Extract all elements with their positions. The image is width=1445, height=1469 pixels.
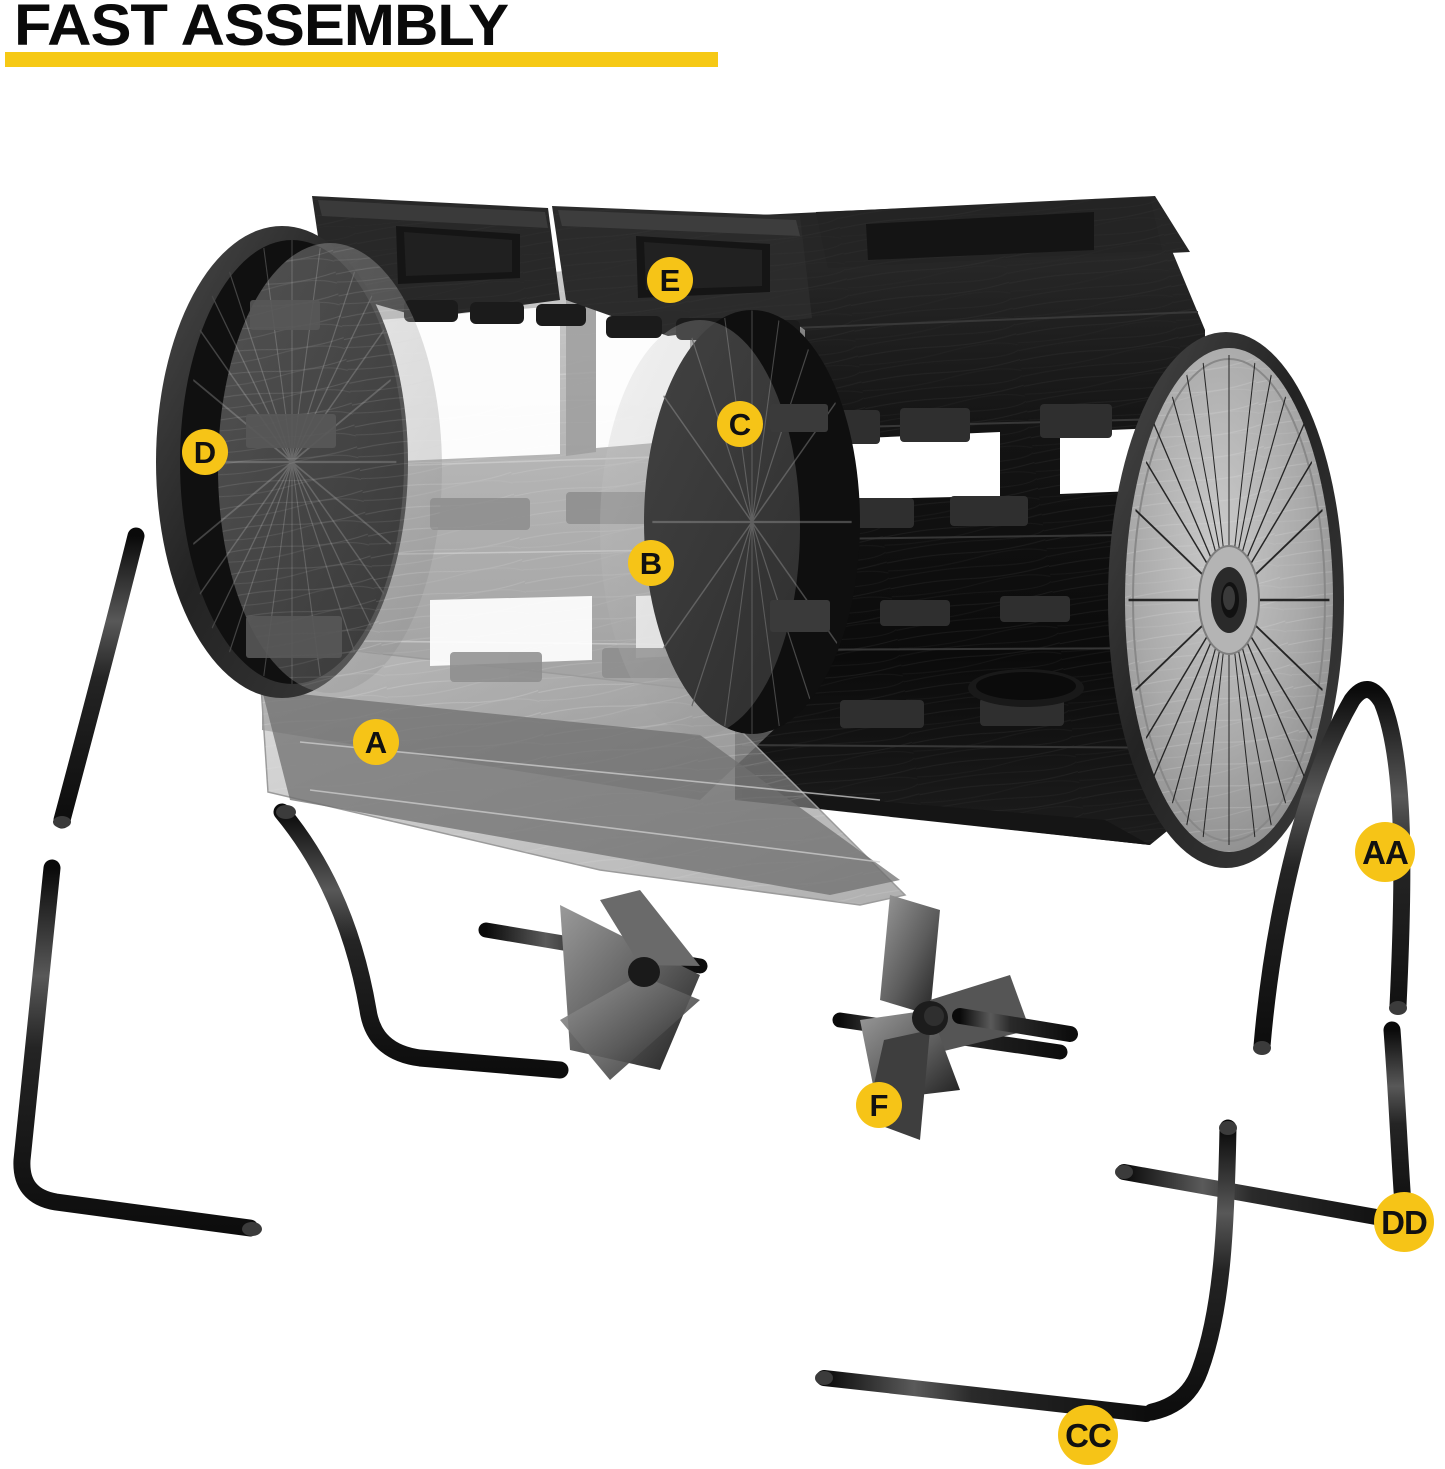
headline-block: FAST ASSEMBLY bbox=[0, 0, 760, 80]
callout-badge-b[interactable]: B bbox=[628, 540, 674, 586]
page-title: FAST ASSEMBLY bbox=[14, 0, 509, 58]
callout-badge-f[interactable]: F bbox=[856, 1082, 902, 1128]
headline-underline-rule bbox=[5, 52, 718, 67]
callout-badge-c[interactable]: C bbox=[717, 401, 763, 447]
end-cap-disc-left bbox=[156, 226, 442, 698]
end-cap-disc-right bbox=[1108, 332, 1344, 868]
callout-badge-cc[interactable]: CC bbox=[1058, 1405, 1118, 1465]
callout-badge-dd[interactable]: DD bbox=[1374, 1192, 1434, 1252]
callout-badge-d[interactable]: D bbox=[182, 429, 228, 475]
callout-badge-aa[interactable]: AA bbox=[1355, 822, 1415, 882]
center-divider-disc bbox=[600, 310, 860, 736]
aerator-mixing-bar-group bbox=[446, 890, 1071, 1140]
callout-badge-e[interactable]: E bbox=[647, 257, 693, 303]
callout-badge-a[interactable]: A bbox=[353, 719, 399, 765]
